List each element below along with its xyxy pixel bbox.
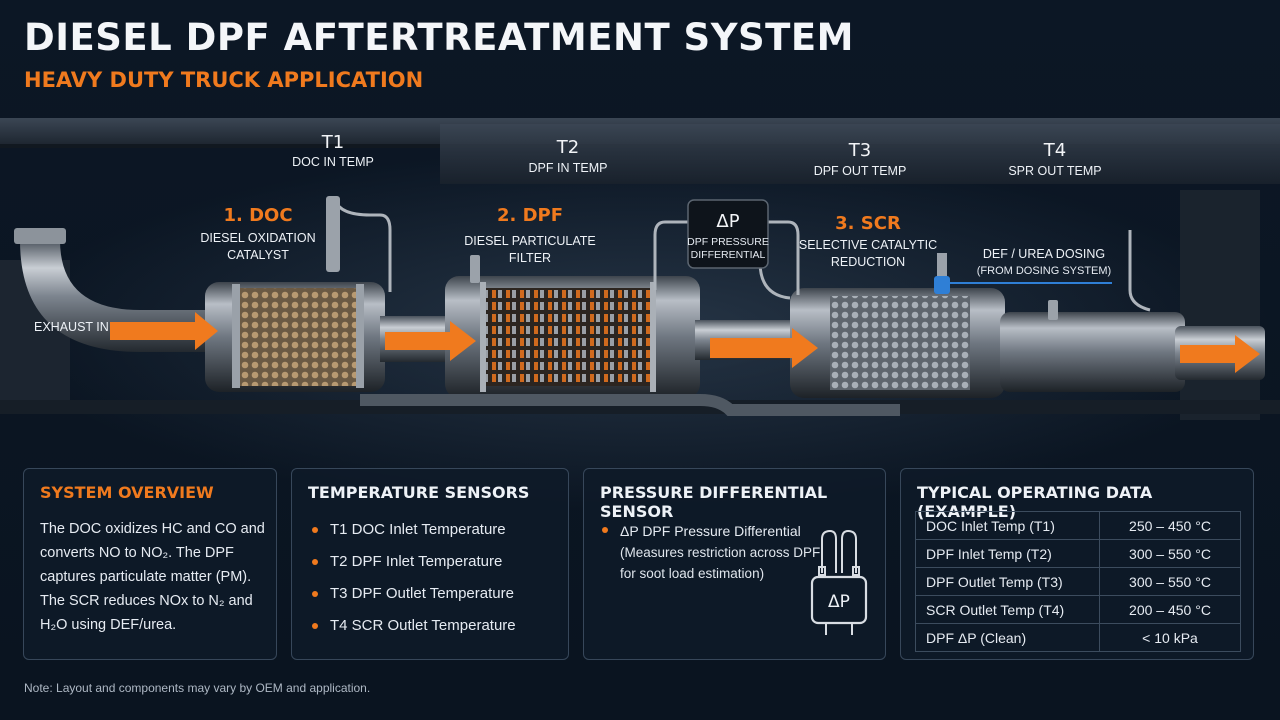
dosing-line1: DEF / UREA DOSING — [983, 247, 1105, 261]
scr-title: 3. SCR — [835, 213, 901, 234]
lower-bypass-pipe — [360, 394, 900, 416]
list-item: T1 DOC Inlet Temperature — [312, 521, 516, 553]
bullet-icon — [312, 591, 318, 597]
flow-arrow-outlet — [1180, 335, 1260, 373]
list-item: T3 DPF Outlet Temperature — [312, 585, 516, 617]
scr-line2: REDUCTION — [831, 255, 905, 269]
scr-canister — [790, 288, 1005, 398]
page-title: DIESEL DPF AFTERTREATMENT SYSTEM — [24, 16, 854, 59]
t1-wire — [333, 199, 392, 292]
sensor-item-label: T2 DPF Inlet Temperature — [330, 553, 503, 570]
table-cell-param: DPF ΔP (Clean) — [915, 623, 1100, 652]
system-overview-panel: SYSTEM OVERVIEW The DOC oxidizes HC and … — [23, 468, 277, 660]
list-item: T2 DPF Inlet Temperature — [312, 553, 516, 585]
dp-line1: DPF PRESSURE — [687, 236, 769, 248]
overview-line: converts NO to NO₂. The DPF — [40, 545, 234, 561]
doc-canister — [205, 282, 385, 392]
dp-wire-left — [653, 220, 690, 290]
operating-data-table: DOC Inlet Temp (T1)250 – 450 °C DPF Inle… — [915, 511, 1241, 652]
table-cell-value: 300 – 550 °C — [1099, 567, 1241, 596]
dpf-title: 2. DPF — [497, 205, 563, 226]
sensor-item-label: T1 DOC Inlet Temperature — [330, 521, 506, 538]
temperature-sensors-title: TEMPERATURE SENSORS — [308, 483, 530, 502]
doc-title: 1. DOC — [223, 205, 292, 226]
page-subtitle: HEAVY DUTY TRUCK APPLICATION — [24, 68, 424, 92]
table-row: SCR Outlet Temp (T4)200 – 450 °C — [915, 595, 1241, 624]
table-cell-param: DPF Outlet Temp (T3) — [915, 567, 1100, 596]
dp-wire-right — [765, 220, 800, 295]
table-row: DPF ΔP (Clean)< 10 kPa — [915, 623, 1241, 652]
t3-id: T3 — [848, 140, 871, 161]
dpf-line2: FILTER — [509, 251, 551, 265]
operating-data-panel: TYPICAL OPERATING DATA (EXAMPLE) DOC Inl… — [900, 468, 1254, 660]
table-cell-value: 200 – 450 °C — [1099, 595, 1241, 624]
table-cell-value: 300 – 550 °C — [1099, 539, 1241, 568]
def-dosing-injector — [934, 253, 1112, 294]
pressure-icon-label: ΔP — [828, 592, 850, 612]
t4-wire — [1128, 230, 1151, 312]
t4-label: SPR OUT TEMP — [1008, 164, 1101, 178]
dpf-line1: DIESEL PARTICULATE — [464, 234, 596, 248]
temperature-sensor-list: T1 DOC Inlet Temperature T2 DPF Inlet Te… — [312, 521, 516, 649]
bullet-icon — [602, 527, 608, 533]
bullet-icon — [312, 559, 318, 565]
t2-id: T2 — [556, 137, 579, 158]
dpf-canister — [445, 276, 700, 398]
t2-label: DPF IN TEMP — [529, 161, 608, 175]
t1-label: DOC IN TEMP — [292, 155, 374, 169]
flow-arrow-doc-dpf — [385, 321, 476, 361]
bullet-icon — [312, 527, 318, 533]
dp-symbol: ΔP — [716, 211, 739, 232]
overview-line: The SCR reduces NOx to N₂ and — [40, 593, 253, 609]
doc-line2: CATALYST — [227, 248, 289, 262]
sensor-probes — [326, 196, 1058, 320]
pressure-sensor-item: ΔP DPF Pressure Differential (Measures r… — [602, 521, 832, 584]
pressure-sensor-title: PRESSURE DIFFERENTIAL SENSOR — [600, 483, 828, 521]
flow-arrow-dpf-scr — [710, 328, 818, 368]
footnote: Note: Layout and components may vary by … — [24, 681, 371, 695]
flow-arrows — [110, 312, 1260, 373]
scr-line1: SELECTIVE CATALYTIC — [799, 238, 937, 252]
table-row: DPF Inlet Temp (T2)300 – 550 °C — [915, 539, 1241, 568]
dp-line2: DIFFERENTIAL — [691, 249, 766, 261]
table-cell-param: DPF Inlet Temp (T2) — [915, 539, 1100, 568]
exhaust-in-label: EXHAUST IN — [34, 320, 109, 334]
t1-id: T1 — [321, 132, 344, 153]
system-overview-text: The DOC oxidizes HC and CO and converts … — [40, 517, 270, 637]
overview-line: captures particulate matter (PM). — [40, 569, 252, 585]
t1-probe — [326, 196, 340, 272]
table-cell-param: DOC Inlet Temp (T1) — [915, 511, 1100, 540]
table-row: DOC Inlet Temp (T1)250 – 450 °C — [915, 511, 1241, 540]
pressure-item-sub1: (Measures restriction across DPF — [620, 545, 821, 560]
sensor-item-label: T4 SCR Outlet Temperature — [330, 617, 516, 634]
bullet-icon — [312, 623, 318, 629]
t2-probe — [470, 255, 480, 283]
t3-label: DPF OUT TEMP — [814, 164, 907, 178]
t4-probe — [1048, 300, 1058, 320]
sensor-item-label: T3 DPF Outlet Temperature — [330, 585, 514, 602]
sensor-wires — [333, 199, 1151, 312]
pressure-item-sub2: for soot load estimation) — [620, 566, 765, 581]
overview-line: H₂O using DEF/urea. — [40, 617, 177, 633]
flow-arrow-inlet — [110, 312, 218, 350]
temperature-sensors-panel: TEMPERATURE SENSORS T1 DOC Inlet Tempera… — [291, 468, 569, 660]
system-overview-title: SYSTEM OVERVIEW — [40, 483, 214, 502]
list-item: T4 SCR Outlet Temperature — [312, 617, 516, 649]
table-cell-param: SCR Outlet Temp (T4) — [915, 595, 1100, 624]
pressure-item-label: ΔP DPF Pressure Differential — [620, 523, 801, 539]
overview-line: The DOC oxidizes HC and CO and — [40, 521, 265, 537]
pressure-sensor-icon: ΔP — [810, 529, 868, 635]
table-row: DPF Outlet Temp (T3)300 – 550 °C — [915, 567, 1241, 596]
table-cell-value: < 10 kPa — [1099, 623, 1241, 652]
aftertreatment-diagram: EXHAUST IN T1 DOC IN TEMP T2 DPF IN TEMP… — [0, 118, 1280, 420]
pressure-sensor-panel: PRESSURE DIFFERENTIAL SENSOR ΔP DPF Pres… — [583, 468, 886, 660]
table-cell-value: 250 – 450 °C — [1099, 511, 1241, 540]
t4-id: T4 — [1043, 140, 1066, 161]
doc-line1: DIESEL OXIDATION — [200, 231, 315, 245]
dosing-line2: (FROM DOSING SYSTEM) — [977, 265, 1111, 277]
dp-sensor-box — [687, 199, 769, 269]
